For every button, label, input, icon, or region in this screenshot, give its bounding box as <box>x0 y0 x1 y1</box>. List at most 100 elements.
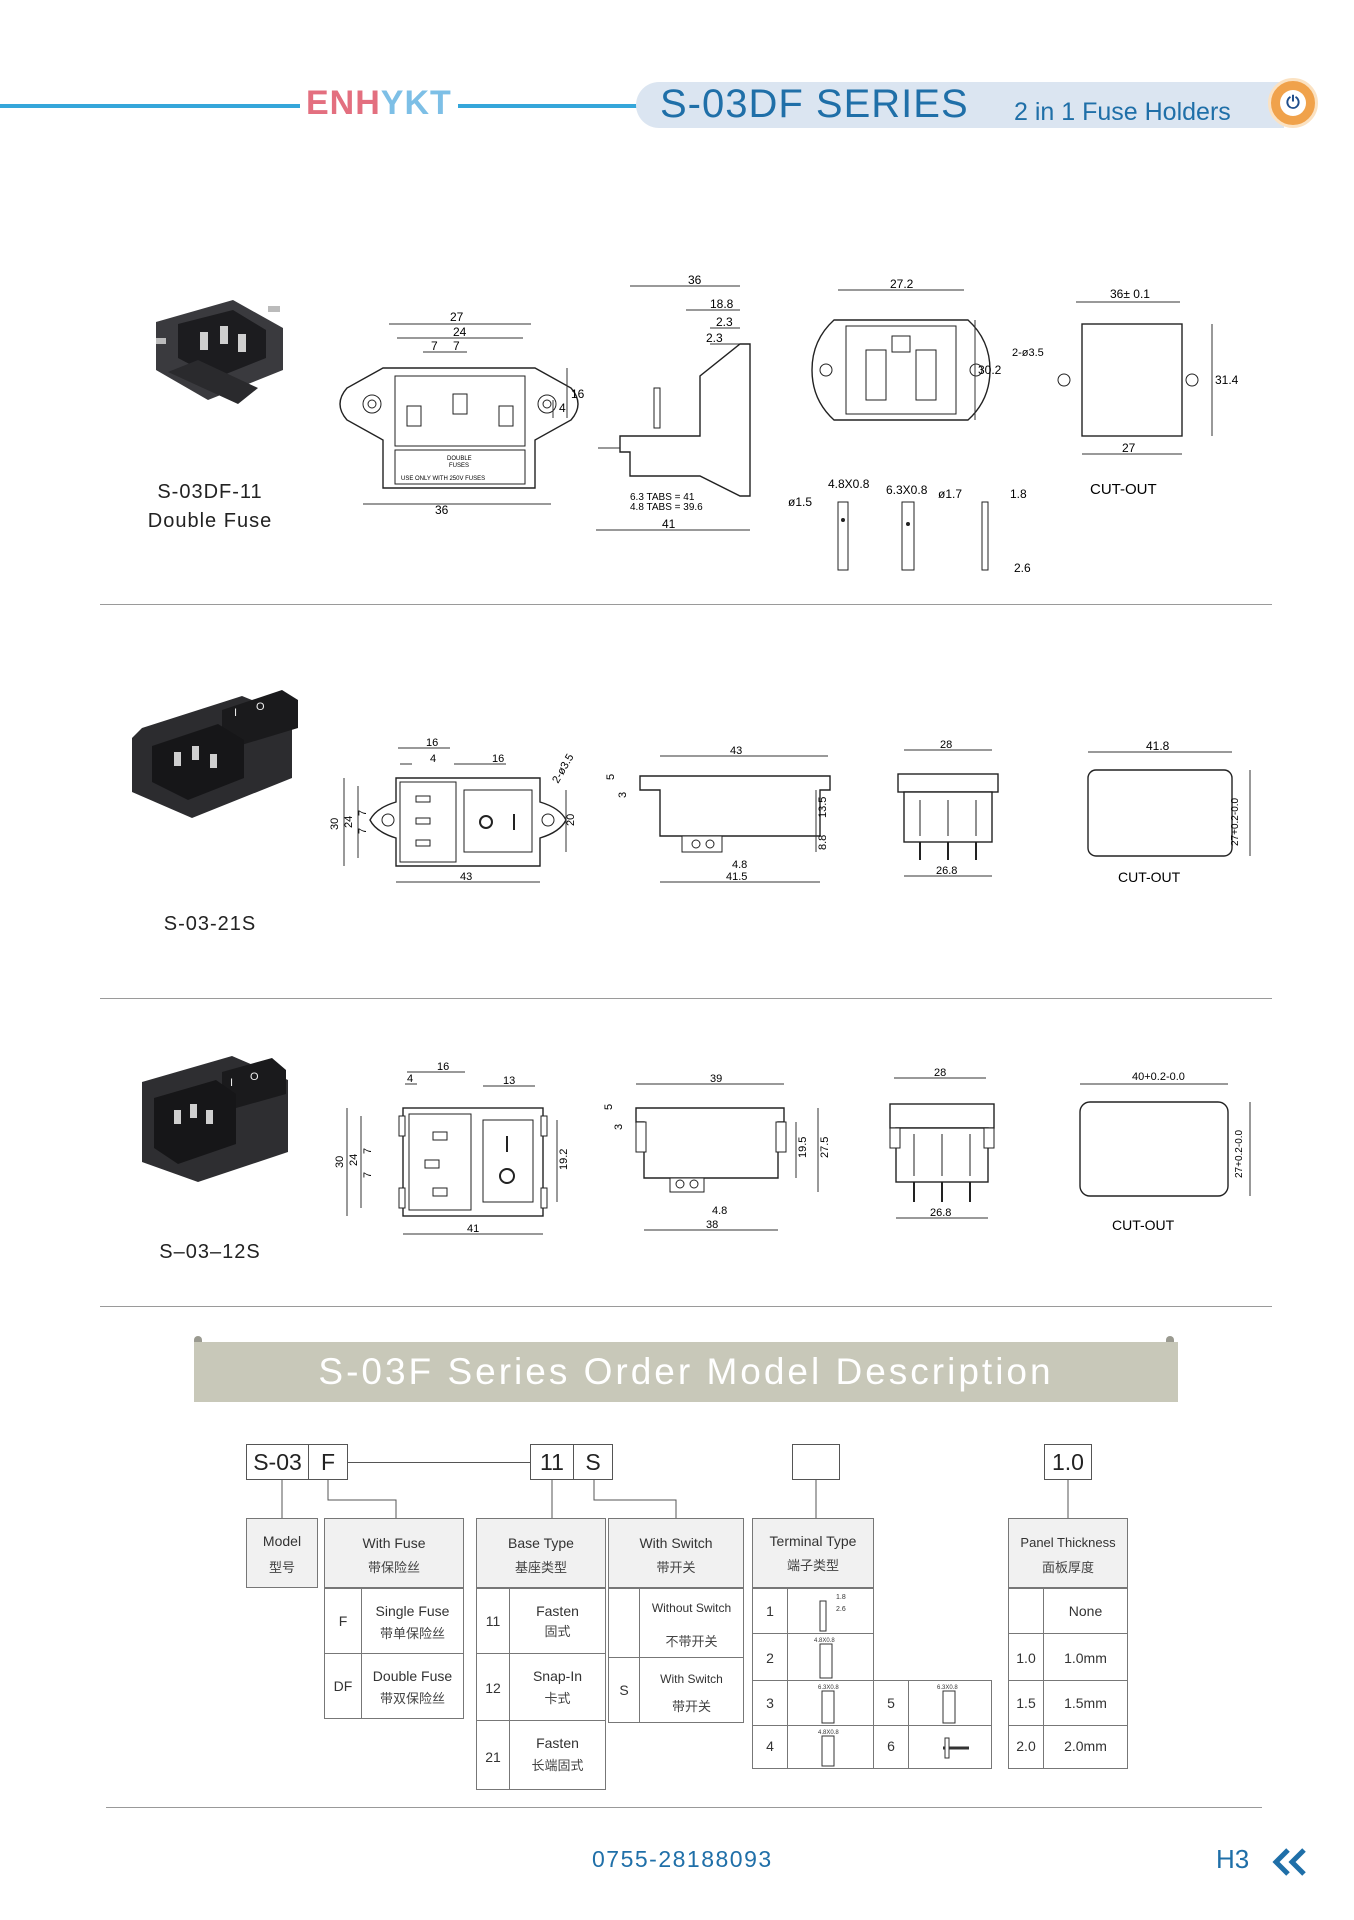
power-icon: ⏻ <box>1268 78 1318 128</box>
double-chevron-left-icon[interactable] <box>1272 1848 1308 1876</box>
product-model-name: S–03–12S <box>159 1241 261 1263</box>
cutout-width: 36± 0.1 <box>1110 287 1150 301</box>
svg-text:38: 38 <box>706 1219 718 1231</box>
terminal-3-size: 6.3X0.8 <box>818 1685 839 1691</box>
code-fuse-box: F <box>308 1444 348 1480</box>
svg-text:O: O <box>256 701 265 713</box>
side-view-s0321s: 43 53 13.5 8.8 4.8 41.5 <box>605 745 831 883</box>
svg-text:27: 27 <box>450 310 464 324</box>
terminal-2-size: 4.8X0.8 <box>814 1638 835 1644</box>
brand-logo: ENHYKT <box>300 84 458 123</box>
front-view-s0312s: 4 16 13 30 24 77 19.2 41 <box>334 1061 570 1235</box>
base-option-cn: 固式 <box>544 1625 571 1640</box>
terminal-row-code: 4 <box>752 1725 788 1769</box>
fuse-option-en: Single Fuse <box>375 1603 450 1619</box>
panel-code: 1.0 <box>1016 1650 1036 1666</box>
svg-text:36: 36 <box>688 273 702 287</box>
svg-text:5: 5 <box>603 1104 615 1110</box>
product-model: S–03–12S <box>120 1238 300 1267</box>
panel-row-value: None <box>1043 1588 1128 1634</box>
svg-text:O: O <box>250 1071 259 1083</box>
svg-text:41: 41 <box>662 517 676 531</box>
base-option-cn: 卡式 <box>544 1692 571 1707</box>
panel-row-value: 1.5mm <box>1043 1680 1128 1726</box>
svg-text:7: 7 <box>453 339 460 353</box>
code-base-box: 11 <box>530 1444 574 1480</box>
fuse-label-3: USE ONLY WITH 250V FUSES <box>401 476 485 482</box>
base-row-desc: Snap-In 卡式 <box>509 1653 606 1721</box>
svg-text:26.8: 26.8 <box>936 865 957 877</box>
order-banner: S-03F Series Order Model Description <box>194 1342 1178 1402</box>
terminal-row-img: 4.8X0.8 <box>787 1633 874 1681</box>
svg-text:13: 13 <box>503 1075 515 1087</box>
page-number: H3 <box>1216 1844 1250 1874</box>
terminal-5-icon: 6.3X0.8 <box>937 1685 958 1724</box>
code-connector <box>348 1462 530 1463</box>
svg-text:28: 28 <box>940 739 952 751</box>
panel-value: 2.0mm <box>1064 1738 1107 1754</box>
cutout-s0312s: 40+0.2-0.0 27+0.2-0.0 CUT-OUT <box>1079 1071 1251 1233</box>
terminal-row-img: 6.3X0.8 <box>787 1680 874 1726</box>
cutout-s03df11: 36± 0.1 2-ø3.5 31.4 27 CUT-OUT <box>1012 287 1239 498</box>
product-photo-s03df11 <box>156 300 283 404</box>
terminal-header: Terminal Type 端子类型 <box>752 1518 874 1588</box>
terminal-3-icon: 6.3X0.8 <box>818 1685 839 1724</box>
panel-row-code: 2.0 <box>1008 1725 1044 1769</box>
svg-text:16: 16 <box>426 737 438 749</box>
model-header-en: Model <box>262 1533 302 1549</box>
svg-text:41.5: 41.5 <box>726 871 747 883</box>
switch-row-desc: Without Switch 不带开关 <box>639 1588 744 1658</box>
cutout-height: 31.4 <box>1215 373 1239 387</box>
switch-header-en: With Switch <box>639 1535 713 1551</box>
panel-code: 1.5 <box>1016 1695 1036 1711</box>
terminal-details-s03df11: 4.8X0.8 ø1.5 6.3X0.8 ø1.7 1.8 2.6 <box>788 477 1031 575</box>
svg-text:30.2: 30.2 <box>978 363 1002 377</box>
switch-header-cn: 带开关 <box>656 1561 696 1576</box>
cutout-height: 27+0.2-0.0 <box>1234 1129 1245 1178</box>
svg-text:7: 7 <box>357 810 369 816</box>
cutout-width: 41.8 <box>1146 739 1170 753</box>
fuse-row-desc: Single Fuse 带单保险丝 <box>361 1588 464 1654</box>
switch-row-code <box>608 1588 640 1658</box>
svg-text:19.5: 19.5 <box>797 1137 809 1158</box>
fuse-header-en: With Fuse <box>362 1535 426 1551</box>
svg-text:13.5: 13.5 <box>817 797 829 818</box>
cutout-label: CUT-OUT <box>1118 869 1181 885</box>
panel-header-en: Panel Thickness <box>1020 1535 1116 1550</box>
svg-text:3: 3 <box>613 1124 625 1130</box>
cutout-holes: 2-ø3.5 <box>1012 347 1044 359</box>
section-divider <box>100 998 1272 999</box>
svg-text:18.8: 18.8 <box>710 297 734 311</box>
model-header: Model 型号 <box>246 1518 318 1588</box>
svg-text:7: 7 <box>431 339 438 353</box>
order-banner-title: S-03F Series Order Model Description <box>318 1351 1054 1392</box>
code-model-box: S-03 <box>246 1444 309 1480</box>
fuse-code: DF <box>333 1678 353 1694</box>
terminal-code: 6 <box>887 1738 895 1754</box>
tabs-note-1: 6.3 TABS = 41 <box>630 492 695 503</box>
fuse-label-1: DOUBLE <box>447 456 472 462</box>
svg-text:28: 28 <box>934 1067 946 1079</box>
svg-text:I: I <box>230 1077 233 1089</box>
fuse-row-desc: Double Fuse 带双保险丝 <box>361 1653 464 1719</box>
svg-text:7: 7 <box>357 828 369 834</box>
product-model-name: S-03DF-11 <box>157 481 263 503</box>
svg-text:26.8: 26.8 <box>930 1207 951 1219</box>
terminal-row-code: 1 <box>752 1588 788 1634</box>
terminal-size-2: 6.3X0.8 <box>886 483 928 497</box>
svg-text:7: 7 <box>362 1172 374 1178</box>
panel-header: Panel Thickness 面板厚度 <box>1008 1518 1128 1588</box>
svg-text:4.8: 4.8 <box>732 859 747 871</box>
base-option-en: Fasten <box>536 1735 579 1751</box>
switch-option-en: With Switch <box>660 1672 723 1686</box>
svg-text:4: 4 <box>430 753 436 765</box>
svg-text:36: 36 <box>435 503 449 517</box>
svg-text:7: 7 <box>362 1148 374 1154</box>
terminal-row-img: 4.8X0.8 <box>787 1725 874 1769</box>
panel-row-value: 1.0mm <box>1043 1633 1128 1681</box>
svg-text:2.6: 2.6 <box>836 1606 846 1613</box>
svg-text:24: 24 <box>348 1154 360 1166</box>
product-model: S-03-21S <box>120 910 300 939</box>
